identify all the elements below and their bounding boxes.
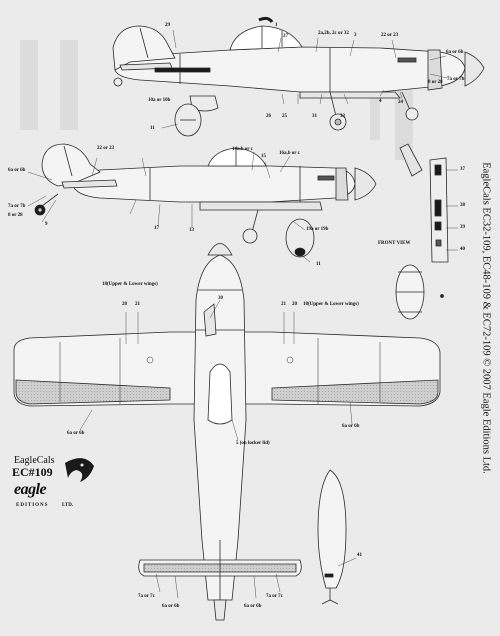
decal-label-20-right: 20 bbox=[292, 302, 297, 307]
decal-label-22-23: 22 or 23 bbox=[381, 33, 399, 38]
decal-label-17: 17 bbox=[154, 226, 159, 231]
decal-label-22-23-b: 22 or 23 bbox=[97, 146, 115, 151]
decal-label-1: 1 bbox=[275, 23, 278, 28]
decal-label-6a-right: 6a or 6b bbox=[342, 424, 360, 429]
decal-label-15: 15 bbox=[261, 154, 266, 159]
decal-label-7a-7c-right: 7a or 7c bbox=[266, 594, 283, 599]
eagle-head-logo bbox=[65, 458, 94, 482]
decal-label-7a-b: 7a or 7b bbox=[8, 204, 26, 209]
decal-label-26: 26 bbox=[266, 114, 271, 119]
decal-label-41: 41 bbox=[357, 553, 362, 558]
decal-label-8: 8 or 28 bbox=[428, 80, 443, 85]
decal-label-5: 5 (on locker lid) bbox=[236, 441, 270, 446]
decal-label-33: 33 bbox=[340, 114, 345, 119]
brand-product-code: EC#109 bbox=[12, 465, 53, 479]
decal-label-11: 11 bbox=[150, 126, 155, 131]
decal-label-14: 14a,b or c bbox=[232, 147, 253, 152]
decal-label-16: 16a,b or c bbox=[279, 151, 300, 156]
decal-label-37: 37 bbox=[460, 167, 465, 172]
front-view-detail bbox=[395, 143, 458, 320]
decal-label-21-right: 21 bbox=[281, 302, 286, 307]
decal-label-6a-b: 6a or 6b bbox=[8, 168, 26, 173]
decal-label-39: 39 bbox=[460, 225, 465, 230]
decal-label-6a-left: 6a or 6b bbox=[67, 431, 85, 436]
decal-label-31: 31 bbox=[312, 114, 317, 119]
side-profile-right bbox=[112, 16, 485, 137]
decal-label-38: 38 bbox=[460, 203, 465, 208]
brand-ltd: LTD. bbox=[62, 503, 74, 508]
decal-label-8-b: 8 or 28 bbox=[8, 213, 23, 218]
decal-label-29: 29 bbox=[165, 23, 170, 28]
decal-label-27: 27 bbox=[283, 34, 288, 39]
decal-label-18-left: 18(Upper & Lower wings) bbox=[102, 282, 158, 287]
decal-label-6a: 6a or 6b bbox=[446, 50, 464, 55]
sheet-vertical-caption: EagleCals EC32-109, EC48-109 & EC72-109 … bbox=[480, 162, 492, 474]
decal-label-21-left: 21 bbox=[135, 302, 140, 307]
decal-label-18-right: 18(Upper & Lower wings) bbox=[303, 302, 359, 307]
decal-label-19: 19a or 19b bbox=[306, 227, 329, 232]
decal-label-24: 24 bbox=[398, 100, 403, 105]
decal-label-7a-7c-left: 7a or 7c bbox=[138, 594, 155, 599]
brand-eagle-wordmark: eagle bbox=[14, 481, 47, 498]
plan-view bbox=[13, 243, 441, 621]
propeller-blade-detail bbox=[317, 469, 357, 605]
side-profile-left bbox=[27, 143, 377, 263]
decal-label-4: 4 bbox=[379, 99, 382, 104]
decal-label-7a: 7a or 7b bbox=[447, 77, 465, 82]
brand-editions: EDITIONS bbox=[16, 503, 49, 508]
decal-label-2: 2a,2b, 2c or 32 bbox=[318, 31, 349, 36]
front-view-caption: FRONT VIEW bbox=[378, 241, 411, 246]
decal-label-6a-tail-left: 6a or 6b bbox=[162, 604, 180, 609]
decal-label-20-left: 20 bbox=[122, 302, 127, 307]
decal-label-9: 9 bbox=[45, 222, 48, 227]
decal-label-13: 13 bbox=[189, 228, 194, 233]
decal-label-40: 40 bbox=[460, 247, 465, 252]
decal-label-25: 25 bbox=[282, 114, 287, 119]
eagle-editions-brand: EagleCals EC#109 eagle EDITIONS LTD. bbox=[10, 455, 100, 525]
decal-label-6a-tail-right: 6a or 6b bbox=[244, 604, 262, 609]
brand-eaglecals: EagleCals bbox=[14, 455, 55, 466]
decal-label-11-b: 11 bbox=[316, 262, 321, 267]
decal-label-30: 30 bbox=[218, 296, 223, 301]
background-ghost-marks bbox=[20, 40, 413, 160]
decal-label-10: 10a or 10b bbox=[148, 98, 171, 103]
decal-label-3: 3 bbox=[354, 33, 357, 38]
